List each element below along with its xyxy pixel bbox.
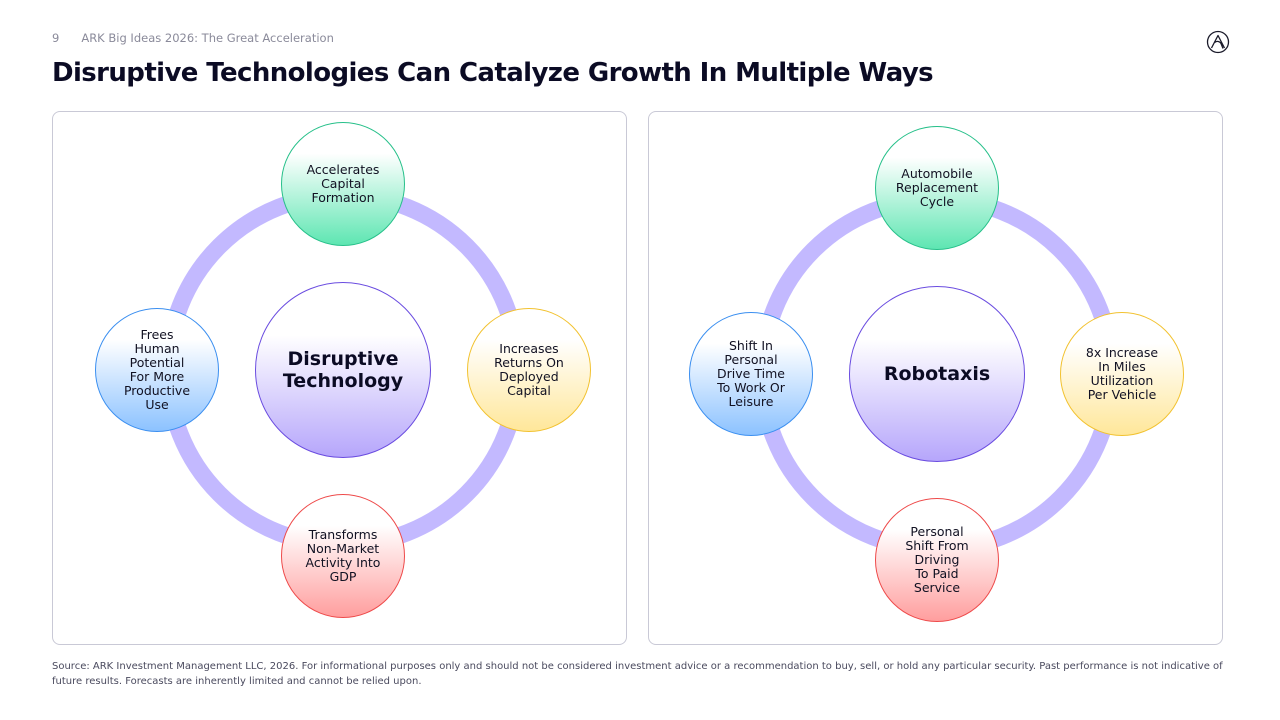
node-label: Accelerates Capital Formation [306,162,380,205]
node-transforms-non-market-activity: Transforms Non-Market Activity Into GDP [281,494,405,618]
center-node-robotaxis: Robotaxis [849,286,1025,462]
slide-header: 9 ARK Big Ideas 2026: The Great Accelera… [52,31,334,45]
ark-logo-icon [1206,30,1230,54]
disruptive-technology-panel: Disruptive Technology Accelerates Capita… [52,111,627,645]
page-number: 9 [52,31,60,45]
node-shift-in-drive-time: Shift In Personal Drive Time To Work Or … [689,312,813,436]
node-label: Transforms Non-Market Activity Into GDP [305,527,381,584]
node-8x-increase-miles-utilization: 8x Increase In Miles Utilization Per Veh… [1060,312,1184,436]
deck-title: ARK Big Ideas 2026: The Great Accelerati… [81,31,334,45]
node-personal-shift-to-paid-service: Personal Shift From Driving To Paid Serv… [875,498,999,622]
node-label: 8x Increase In Miles Utilization Per Veh… [1085,345,1159,402]
node-label: Shift In Personal Drive Time To Work Or … [717,338,785,409]
robotaxis-panel: Robotaxis Automobile Replacement Cycle 8… [648,111,1223,645]
node-label: Frees Human Potential For More Productiv… [123,327,191,412]
source-footnote: Source: ARK Investment Management LLC, 2… [52,661,1223,687]
node-increases-returns: Increases Returns On Deployed Capital [467,308,591,432]
node-frees-human-potential: Frees Human Potential For More Productiv… [95,308,219,432]
page-title: Disruptive Technologies Can Catalyze Gro… [52,58,934,88]
center-node-disruptive-technology: Disruptive Technology [255,282,431,458]
node-automobile-replacement-cycle: Automobile Replacement Cycle [875,126,999,250]
node-accelerates-capital-formation: Accelerates Capital Formation [281,122,405,246]
node-label: Automobile Replacement Cycle [895,166,979,209]
center-node-label: Robotaxis [883,363,991,385]
node-label: Increases Returns On Deployed Capital [494,341,564,398]
center-node-label: Disruptive Technology [282,348,404,392]
node-label: Personal Shift From Driving To Paid Serv… [905,524,969,595]
